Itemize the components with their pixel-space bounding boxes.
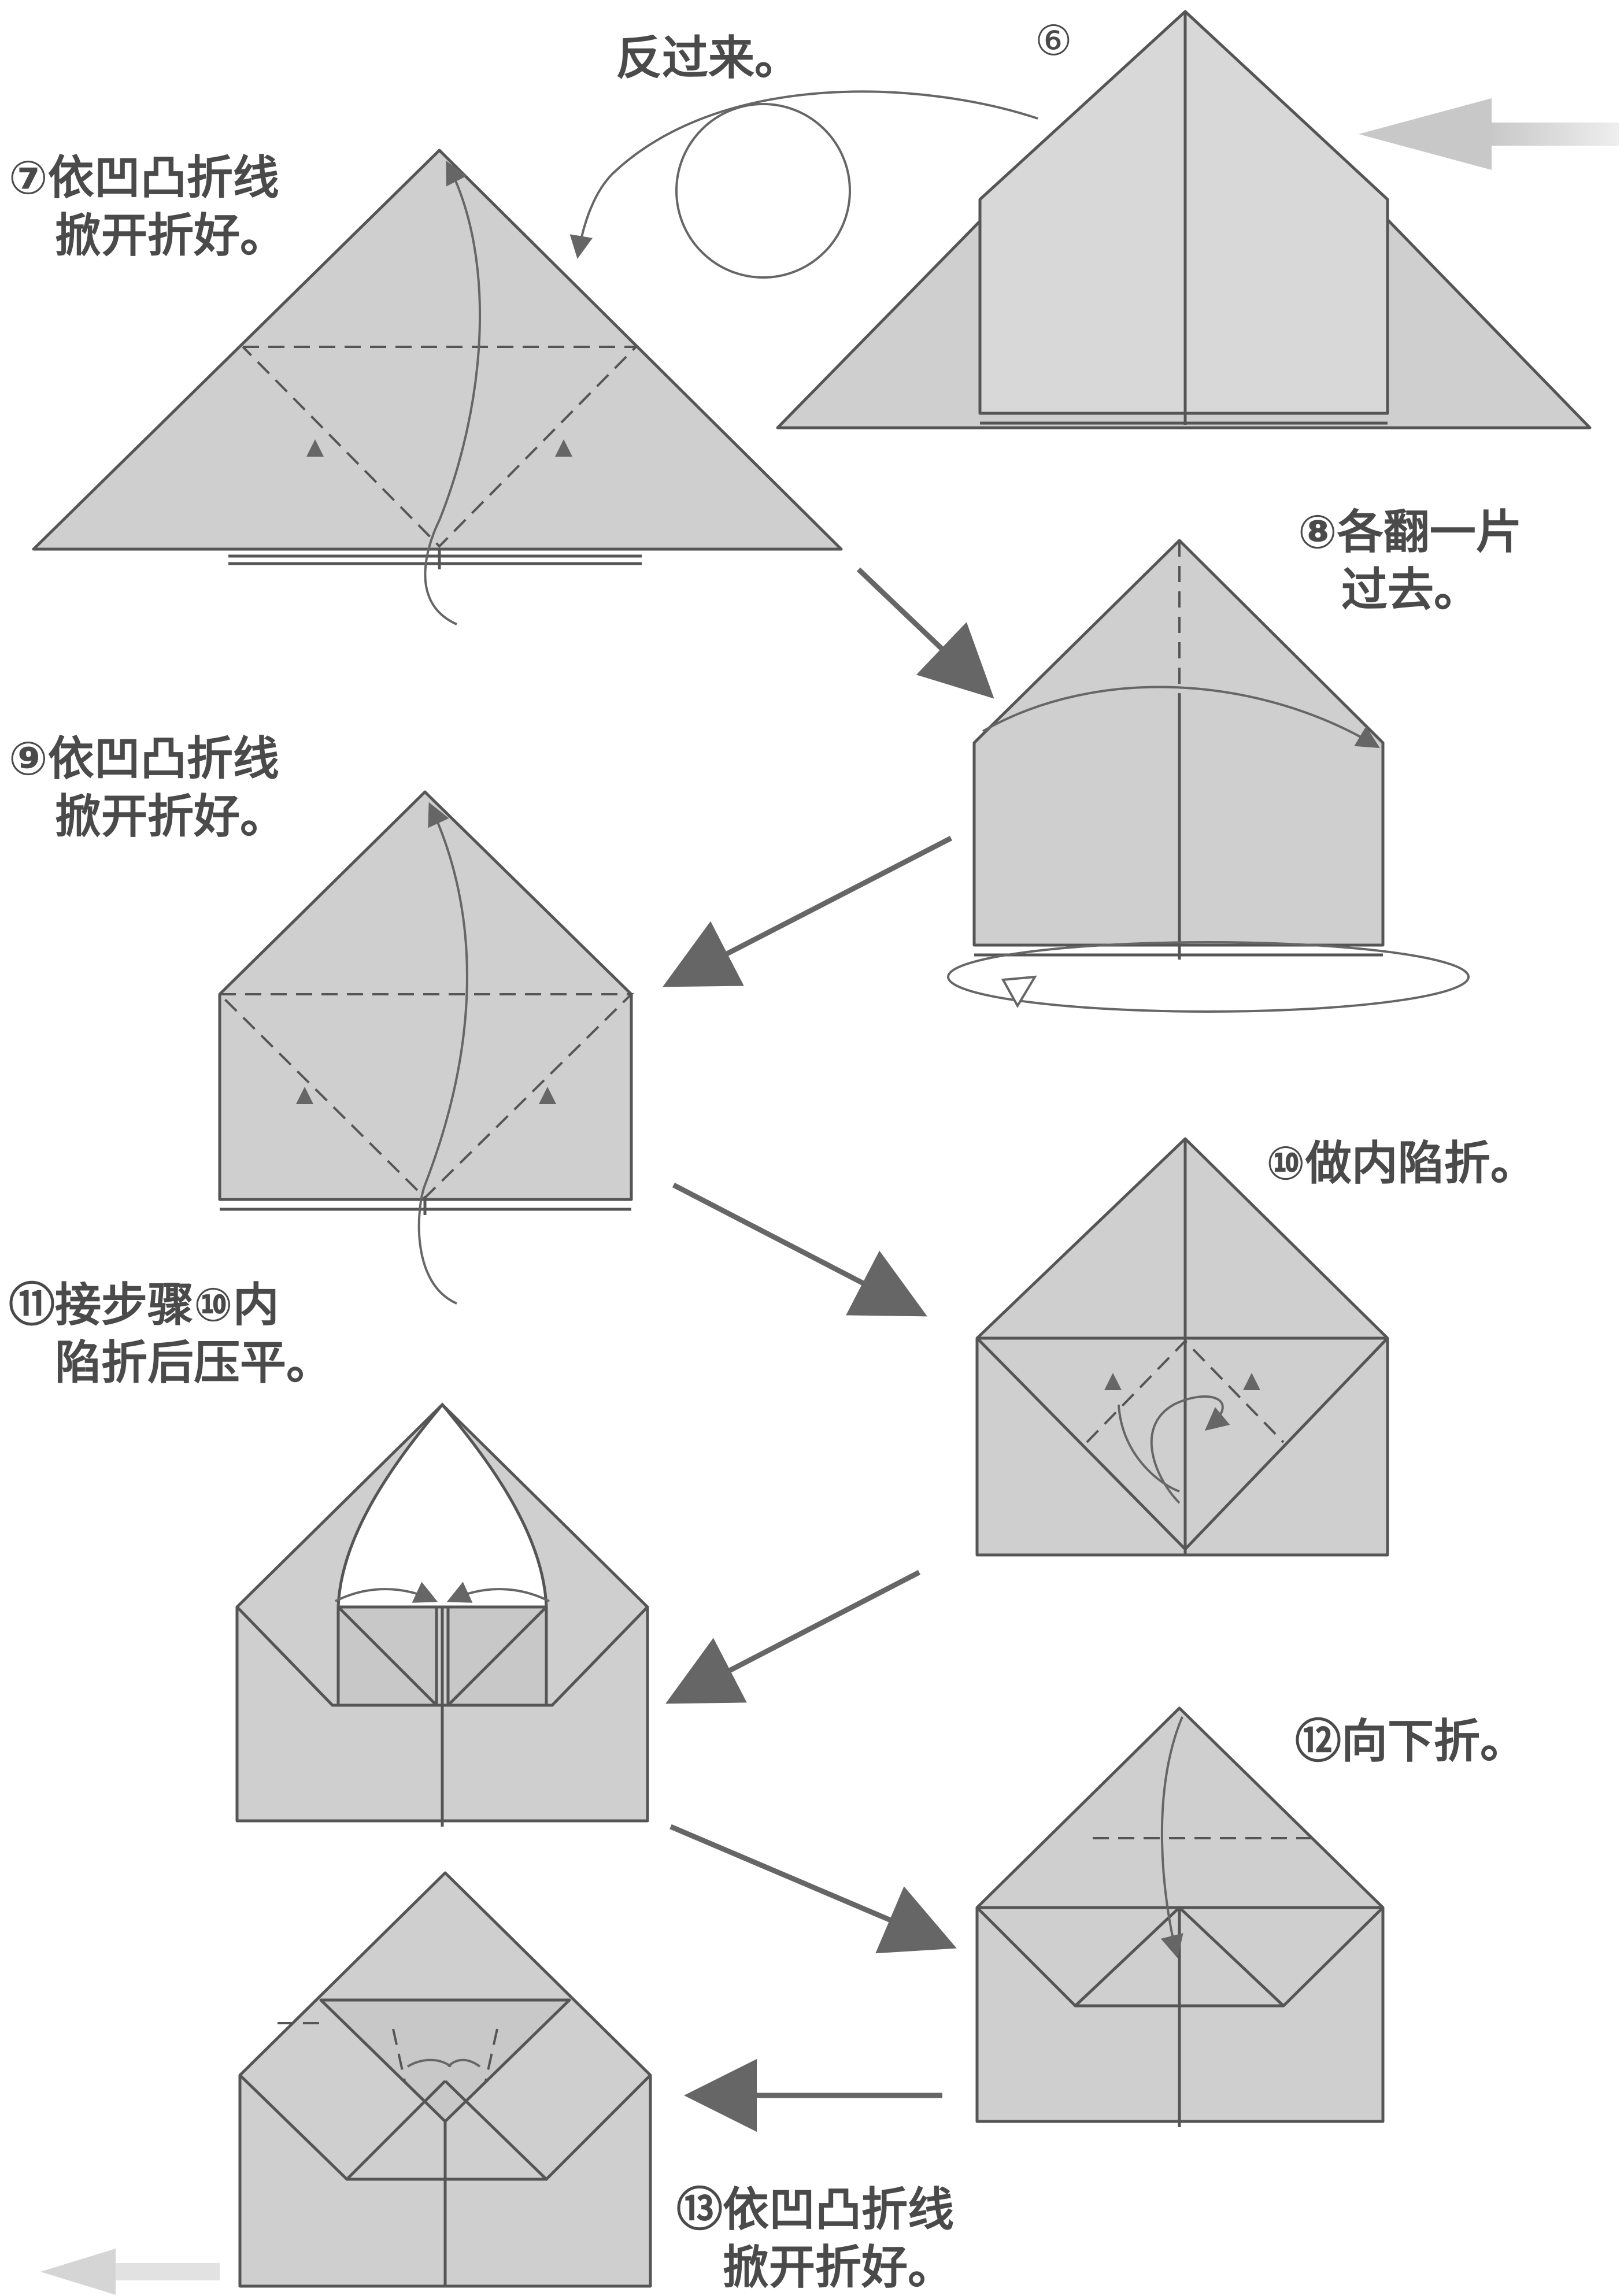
step-9-house — [218, 790, 633, 1201]
step-6-figure: ⑥ 反过来。 — [569, 10, 1619, 429]
step-13-triangle-flap — [319, 1998, 571, 2123]
step-10-squash-arrow — [1118, 1395, 1223, 1504]
turn-over-circle — [675, 103, 851, 279]
step-10-house — [975, 1137, 1389, 1557]
flow-arrow-9-to-10 — [672, 1183, 927, 1317]
step-7-triangle — [32, 149, 843, 551]
turn-over-arrow — [569, 90, 1038, 259]
step-7-lift-arrow — [424, 160, 482, 625]
step-7-mountain-mark-left — [306, 439, 324, 457]
step-6-number: ⑥ — [1035, 16, 1072, 65]
step-8-caption-line1: ⑧各翻一片 — [1298, 505, 1522, 559]
step-11-caption-line2: 陷折后压平。 — [55, 1336, 332, 1390]
step-7-caption-line1: ⑦依凹凸折线 — [9, 151, 279, 205]
step-10-caption: ⑩做内陷折。 — [1266, 1136, 1537, 1190]
step-11-press-arrow-right — [446, 1582, 550, 1603]
step-7-caption-line2: 掀开折好。 — [55, 209, 286, 262]
step-12-fold-down-arrow — [1160, 1716, 1183, 1958]
step-8-turn-ellipse — [947, 941, 1470, 1013]
step-10-valley-folds — [1086, 1339, 1285, 1443]
step-9-figure: ⑨依凹凸折线 掀开折好。 — [9, 732, 634, 1305]
step-11-figure: ⑪接步骤⑩内 陷折后压平。 — [9, 1278, 649, 1827]
step-13-arrows — [406, 2058, 481, 2068]
flow-arrow-11-to-12 — [669, 1824, 957, 1954]
step-12-caption: ⑫向下折。 — [1295, 1714, 1526, 1768]
step-13-caption-line2: 掀开折好。 — [723, 2241, 954, 2294]
step-13-caption-line1: ⑬依凹凸折线 — [676, 2183, 954, 2236]
step-9-valley-folds — [219, 993, 634, 1199]
step-11-press-arrow-left — [335, 1582, 438, 1603]
step-9-lift-arrow — [417, 802, 468, 1305]
step-11-open-pocket — [336, 1402, 548, 1609]
faded-arrow-bottom-icon — [40, 2249, 220, 2295]
faded-arrow-icon — [1359, 98, 1619, 170]
step-7-mountain-mark-right — [555, 439, 572, 457]
step-9-caption-line2: 掀开折好。 — [55, 790, 286, 843]
step-7-figure: ⑦依凹凸折线 掀开折好。 — [9, 149, 843, 625]
step-10-figure: ⑩做内陷折。 — [975, 1136, 1537, 1557]
flow-arrow-10-to-11 — [665, 1570, 921, 1704]
step-13-figure: ⑬依凹凸折线 掀开折好。 — [238, 1871, 954, 2294]
step-6-caption: 反过来。 — [616, 31, 801, 85]
step-12-figure: ⑫向下折。 — [975, 1706, 1526, 2127]
flow-arrow-8-to-9 — [663, 836, 953, 987]
step-8-figure: ⑧各翻一片 过去。 — [947, 505, 1522, 1013]
flow-arrow-7-to-8 — [856, 567, 994, 699]
step-11-caption-line1: ⑪接步骤⑩内 — [9, 1278, 279, 1332]
step-8-caption-line2: 过去。 — [1341, 563, 1480, 617]
step-8-flip-arrow — [982, 686, 1380, 749]
step-9-caption-line1: ⑨依凹凸折线 — [9, 732, 279, 786]
